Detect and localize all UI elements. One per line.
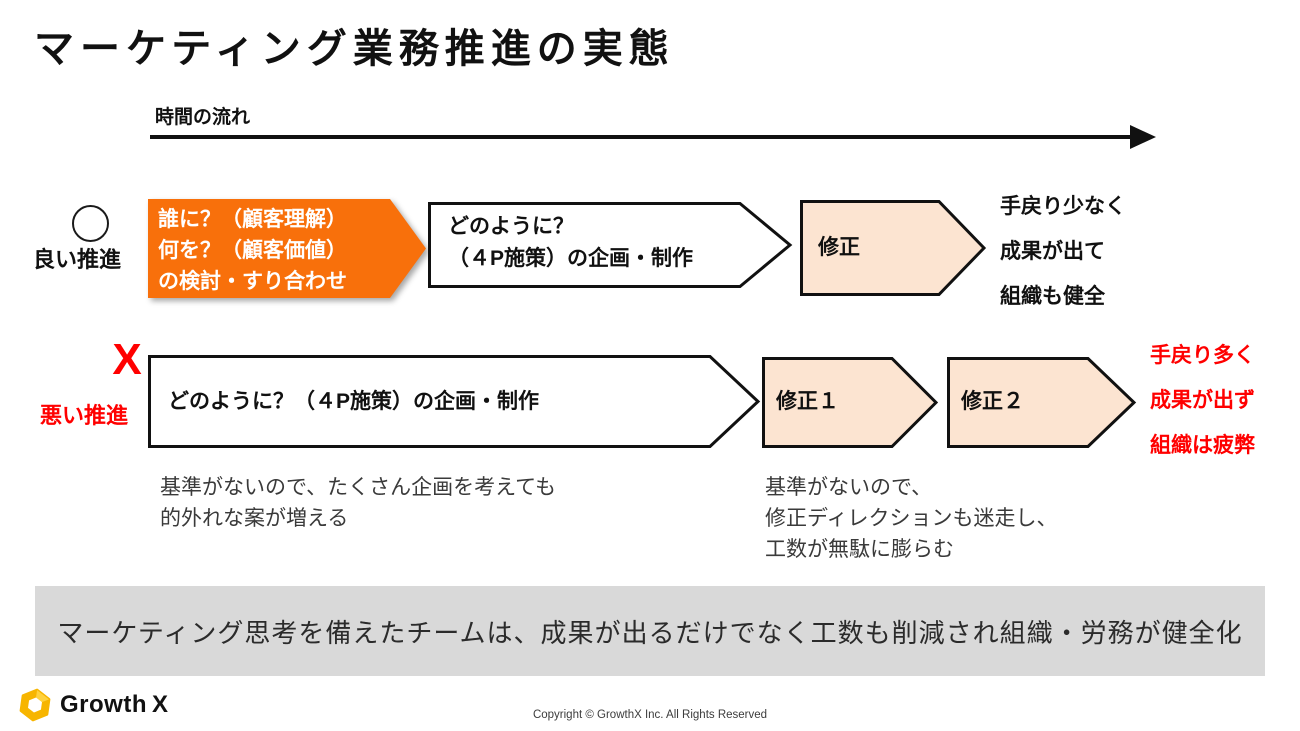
good-step1-arrow bbox=[148, 199, 426, 298]
good-step1-text: 誰に？（顧客理解） 何を？（顧客価値） の検討・すり合わせ bbox=[158, 204, 347, 297]
bad-note-1: 基準がないので、たくさん企画を考えても 的外れな案が増える bbox=[160, 472, 556, 534]
bad-step1-text: どのように？（４P施策）の企画・制作 bbox=[168, 390, 540, 413]
logo-text-growth: Growth bbox=[60, 691, 147, 718]
good-step2-line2: （４P施策）の企画・制作 bbox=[448, 247, 694, 270]
bad-step3-text: 修正２ bbox=[961, 390, 1024, 413]
good-step2-text: どのように？ （４P施策）の企画・制作 bbox=[448, 211, 693, 275]
good-outcome-text: 手戻り少なく 成果が出て 組織も健全 bbox=[1000, 184, 1126, 319]
bad-outcome-text: 手戻り多く 成果が出ず 組織は疲弊 bbox=[1150, 333, 1255, 468]
page-title: マーケティング業務推進の実態 bbox=[34, 27, 675, 71]
bad-note-1-line1: 基準がないので、たくさん企画を考えても bbox=[160, 476, 557, 499]
bad-note-2-line3: 工数が無駄に膨らむ bbox=[765, 538, 954, 561]
summary-band: マーケティング思考を備えたチームは、成果が出るだけでなく工数も削減され組織・労務… bbox=[35, 586, 1265, 676]
bad-step2-text: 修正１ bbox=[776, 390, 839, 413]
timeline-label: 時間の流れ bbox=[155, 107, 251, 128]
good-step1-line3: の検討・すり合わせ bbox=[158, 270, 347, 293]
summary-text: マーケティング思考を備えたチームは、成果が出るだけでなく工数も削減され組織・労務… bbox=[57, 617, 1243, 648]
bad-step3-arrow bbox=[947, 357, 1137, 448]
good-step3-arrow bbox=[800, 200, 987, 296]
bad-step1-arrow bbox=[148, 355, 761, 448]
bad-note-2-line1: 基準がないので、 bbox=[765, 476, 933, 499]
bad-outcome-line2: 成果が出ず bbox=[1150, 389, 1255, 412]
bad-outcome-line1: 手戻り多く bbox=[1150, 344, 1255, 367]
bad-x-icon: X bbox=[112, 335, 142, 384]
bad-outcome-line3: 組織は疲弊 bbox=[1150, 434, 1255, 457]
good-outcome-line3: 組織も健全 bbox=[1000, 285, 1105, 308]
timeline-arrow bbox=[150, 125, 1156, 149]
good-step2-line1: どのように？ bbox=[448, 215, 574, 238]
copyright-text: Copyright © GrowthX Inc. All Rights Rese… bbox=[532, 709, 768, 721]
good-step2-arrow bbox=[428, 202, 793, 288]
growthx-hexagon-icon bbox=[19, 688, 51, 722]
bad-note-2-line2: 修正ディレクションも迷走し、 bbox=[765, 507, 1058, 530]
good-step3-text: 修正 bbox=[818, 236, 860, 259]
good-row-label: 良い推進 bbox=[33, 247, 122, 272]
good-step1-line1: 誰に？（顧客理解） bbox=[158, 208, 347, 231]
good-circle-icon bbox=[72, 205, 109, 242]
good-outcome-line1: 手戻り少なく bbox=[1000, 195, 1126, 218]
bad-step2-arrow bbox=[762, 357, 939, 448]
bad-note-1-line2: 的外れな案が増える bbox=[160, 507, 349, 530]
bad-row-label: 悪い推進 bbox=[40, 403, 129, 428]
good-outcome-line2: 成果が出て bbox=[1000, 240, 1105, 263]
logo-text-x: X bbox=[152, 691, 169, 718]
growthx-logo: Growth X bbox=[18, 688, 169, 722]
bad-note-2: 基準がないので、 修正ディレクションも迷走し、 工数が無駄に膨らむ bbox=[765, 472, 1058, 565]
good-step1-line2: 何を？（顧客価値） bbox=[158, 239, 347, 262]
